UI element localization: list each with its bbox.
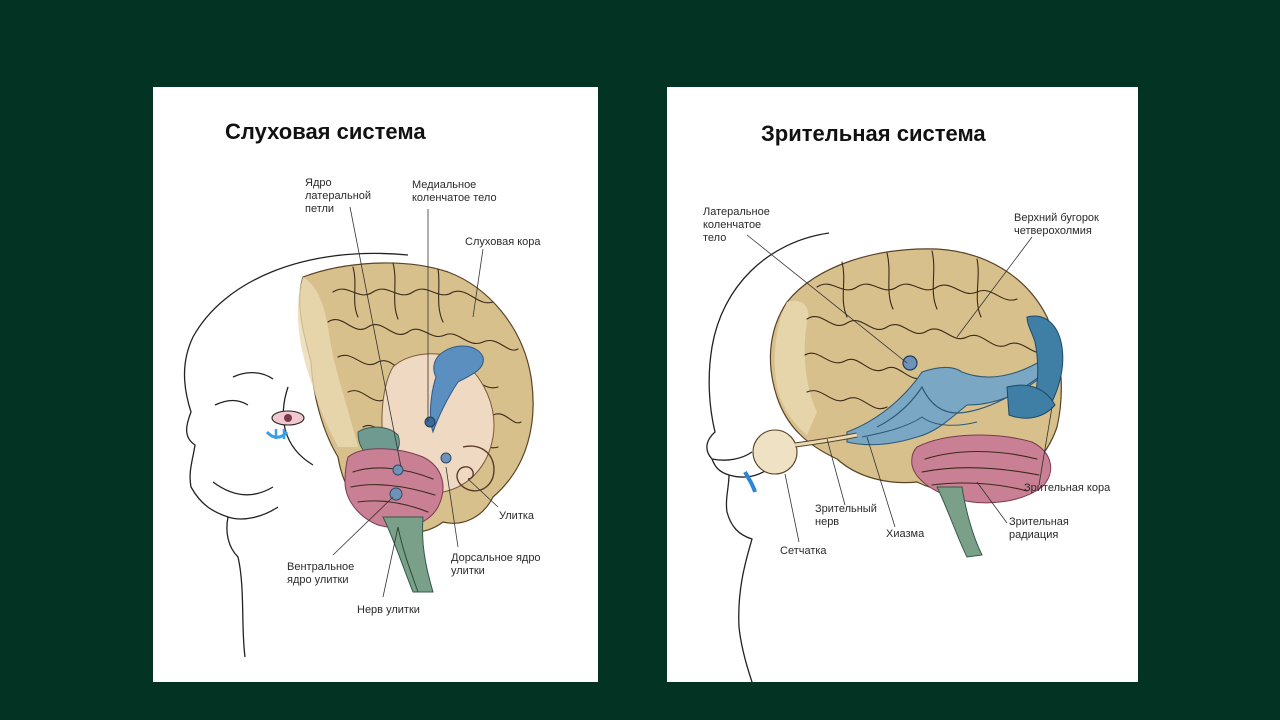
label-retina: Сетчатка xyxy=(780,545,827,557)
label-superior-colliculus: Верхний бугорок четверохолмия xyxy=(1014,212,1102,237)
auditory-system-illustration: Ядро латеральной петли Медиальное коленч… xyxy=(183,177,544,658)
label-ventral-nucleus: Вентральное ядро улитки xyxy=(287,561,357,586)
label-visual-radiation: Зрительная радиация xyxy=(1009,516,1072,541)
auditory-system-title: Слуховая система xyxy=(225,119,426,144)
label-visual-cortex: Зрительная кора xyxy=(1024,482,1111,494)
label-optic-nerve: Зрительный нерв xyxy=(815,503,880,528)
visual-system-illustration: Латеральное коленчатое тело Верхний буго… xyxy=(703,206,1111,682)
label-medial-geniculate: Медиальное коленчатое тело xyxy=(412,179,497,204)
visual-system-title: Зрительная система xyxy=(761,121,986,146)
visual-system-panel: Зрительная система xyxy=(667,87,1138,682)
label-dorsal-nucleus: Дорсальное ядро улитки xyxy=(451,552,544,577)
label-lateral-geniculate: Латеральное коленчатое тело xyxy=(703,206,773,244)
label-lateral-lemniscus: Ядро латеральной петли xyxy=(305,177,374,215)
label-chiasm: Хиазма xyxy=(886,528,925,540)
label-cochlear-nerve: Нерв улитки xyxy=(357,604,420,616)
label-cochlea: Улитка xyxy=(499,510,535,522)
auditory-system-panel: Слуховая система xyxy=(153,87,598,682)
label-auditory-cortex: Слуховая кора xyxy=(465,236,541,248)
